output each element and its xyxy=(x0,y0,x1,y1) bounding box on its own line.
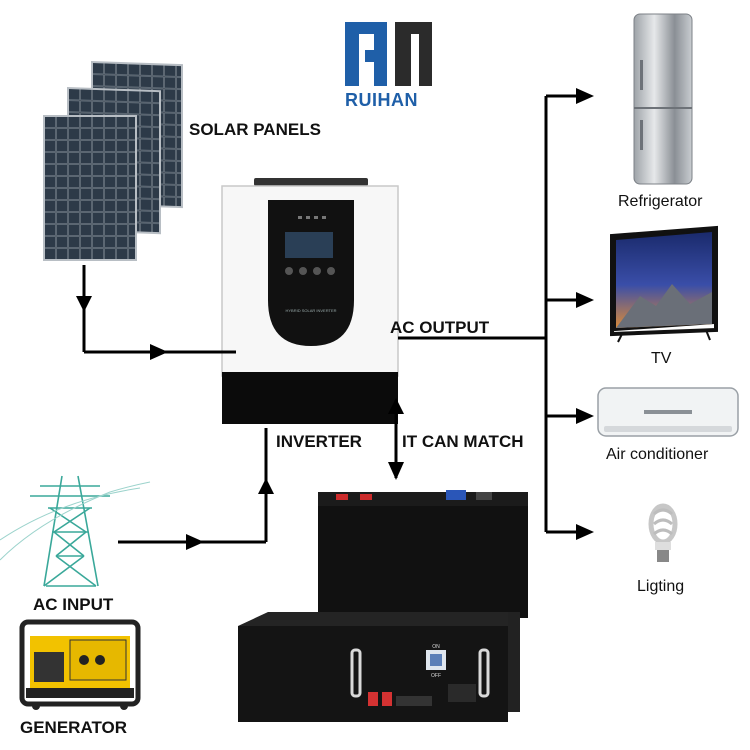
arrowheads xyxy=(76,88,594,550)
arrow-up-battery xyxy=(388,398,404,414)
arrow-down-solar xyxy=(76,296,92,312)
air-conditioner-icon xyxy=(597,387,739,437)
generator-label: GENERATOR xyxy=(20,718,128,737)
ac-output-label: AC OUTPUT xyxy=(390,318,490,337)
hybrid-inverter-image: HYBRID SOLAR INVERTER xyxy=(221,178,399,424)
air-conditioner-label: Air conditioner xyxy=(606,446,709,463)
arrow-down-battery xyxy=(388,462,404,480)
tv-label: TV xyxy=(651,350,672,367)
arrow-up-ac-input xyxy=(258,478,274,494)
battery-switch-off: OFF xyxy=(431,673,441,679)
light-bulb-icon xyxy=(648,503,678,562)
arrow-right-solar xyxy=(150,344,168,360)
tv-icon xyxy=(610,225,718,343)
refrigerator-label: Refrigerator xyxy=(618,193,703,210)
it-can-match-label: IT CAN MATCH xyxy=(402,432,524,451)
generator-image xyxy=(19,619,141,710)
arrow-right-lighting xyxy=(576,524,594,540)
battery-switch-on: ON xyxy=(432,644,440,650)
arrow-right-tv xyxy=(576,292,594,308)
brand-name: RUIHAN xyxy=(345,90,418,110)
battery-bank-image: ON OFF xyxy=(238,490,528,722)
ac-input-label: AC INPUT xyxy=(33,595,114,614)
arrow-right-refrigerator xyxy=(576,88,594,104)
lighting-label: Ligting xyxy=(637,578,685,595)
arrow-right-ac-input xyxy=(186,534,204,550)
power-pylon-image xyxy=(0,475,151,587)
ruihan-logo xyxy=(345,22,432,86)
inverter-label: INVERTER xyxy=(276,432,362,451)
arrow-right-air-conditioner xyxy=(576,408,594,424)
inverter-brand-text: HYBRID SOLAR INVERTER xyxy=(285,308,336,313)
refrigerator-icon xyxy=(633,13,693,185)
solar-panels-label: SOLAR PANELS xyxy=(189,120,321,139)
solar-panels-image xyxy=(43,60,183,261)
